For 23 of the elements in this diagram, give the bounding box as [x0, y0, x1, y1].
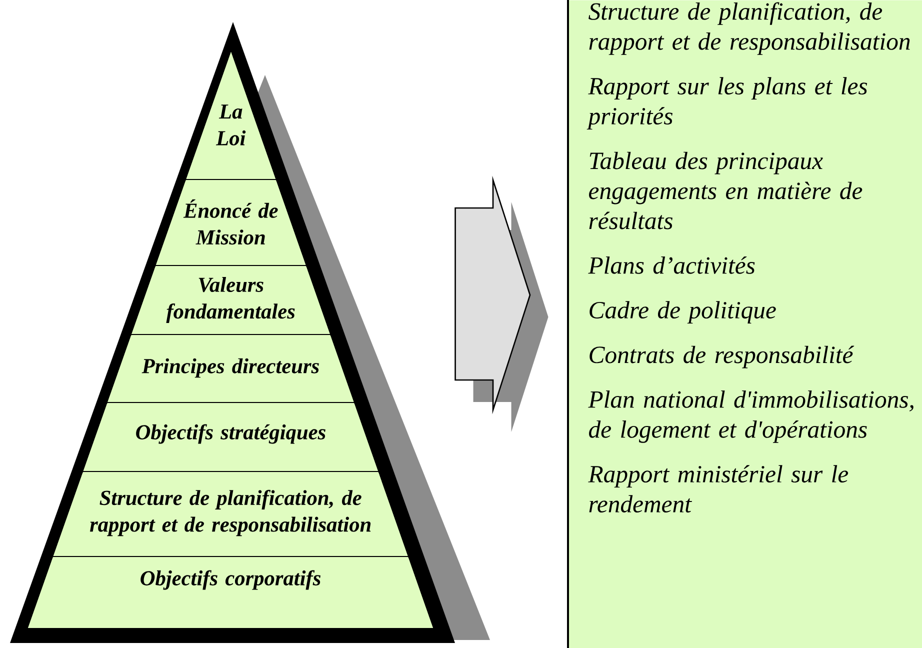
pyramid-band: Structure de planification, de rapport et de responsabilisation [51, 472, 410, 558]
list-item: Rapport ministériel sur le rendement [588, 465, 848, 513]
pyramid-band: Objectifs stratégiques [81, 403, 380, 473]
pyramid-band: Valeurs fondamentales [129, 266, 332, 336]
list-item: Structure de planification, de rapport et de responsabilisation [588, 2, 910, 55]
list-item: Rapport sur les plans et les priorités [586, 77, 868, 130]
node-label: Objectifs corporatifs [140, 570, 321, 590]
node-label: Valeurs fondamentales [166, 276, 295, 323]
list-item: Cadre de politique [590, 301, 776, 324]
list-item: Plan national d'immobilisations, de logement et d'opérations [588, 390, 914, 443]
pyramid-band: Objectifs corporatifs [28, 557, 433, 628]
node-label: Objectifs stratégiques [136, 424, 326, 444]
node-label: Énoncé de Mission [183, 199, 278, 245]
pyramid-band: Énoncé de Mission [154, 180, 308, 267]
node-label: La Loi [216, 104, 246, 146]
list-item: Tableau des principaux engagements en matière de résultats [589, 152, 862, 230]
block-arrow [454, 176, 548, 432]
node-label: Principes directeurs [142, 358, 319, 378]
text-panel [567, 0, 922, 648]
list-item: Plans d’activités [588, 256, 755, 274]
pyramid-band: La Loi [184, 52, 278, 181]
list-item: Contrats de responsabilité [590, 346, 854, 368]
node-label: Structure de planification, de rapport et de responsabilisation [90, 490, 371, 536]
